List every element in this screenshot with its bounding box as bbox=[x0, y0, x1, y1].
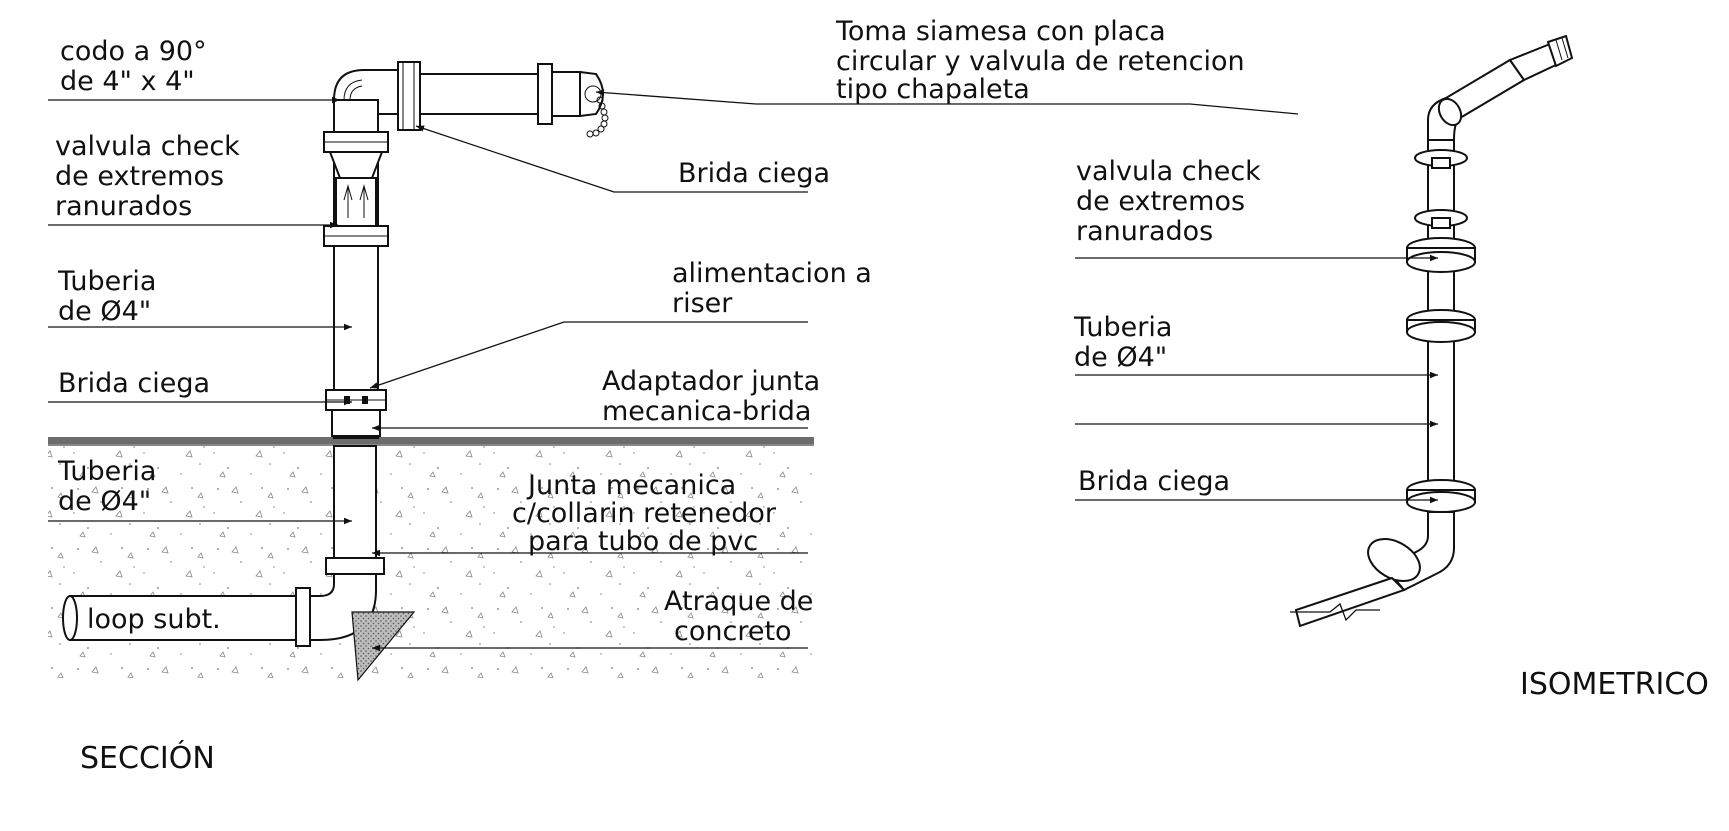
ground-slab bbox=[48, 437, 814, 444]
label-check-line2: de extremos bbox=[55, 161, 224, 192]
iso-label-tuberia-line2: de Ø4" bbox=[1074, 342, 1167, 373]
isometric-title: ISOMETRICO bbox=[1520, 667, 1709, 702]
label-brida-top: Brida ciega bbox=[678, 158, 830, 189]
chain-icon bbox=[586, 96, 609, 138]
section-view: codo a 90° de 4" x 4" valvula check de e… bbox=[48, 16, 1299, 776]
label-tuberia-lower-line2: de Ø4" bbox=[58, 486, 151, 517]
section-labels: codo a 90° de 4" x 4" valvula check de e… bbox=[55, 16, 1245, 776]
iso-label-tuberia-line1: Tuberia bbox=[1073, 312, 1172, 343]
label-junta-line3: para tubo de pvc bbox=[528, 526, 758, 557]
label-alimentacion-line1: alimentacion a bbox=[672, 258, 872, 289]
section-leaders bbox=[48, 89, 1299, 652]
section-title: SECCIÓN bbox=[80, 739, 215, 776]
iso-label-check-line2: de extremos bbox=[1076, 186, 1245, 217]
label-tuberia-lower-line1: Tuberia bbox=[57, 456, 156, 487]
label-codo-line2: de 4" x 4" bbox=[60, 66, 195, 97]
label-toma-line3: tipo chapaleta bbox=[836, 74, 1030, 105]
label-toma-line2: circular y valvula de retencion bbox=[836, 46, 1245, 77]
riser-pipe bbox=[323, 61, 609, 439]
label-atraque-line1: Atraque de bbox=[664, 586, 813, 617]
label-tuberia-upper-line1: Tuberia bbox=[57, 266, 156, 297]
label-junta-line1: Junta mecanica bbox=[526, 470, 736, 501]
iso-label-check-line1: valvula check bbox=[1076, 156, 1261, 187]
label-toma-line1: Toma siamesa con placa bbox=[835, 16, 1166, 47]
label-junta-line2: c/collarin retenedor bbox=[512, 498, 777, 529]
label-check-line3: ranurados bbox=[55, 191, 192, 222]
iso-label-check-line3: ranurados bbox=[1076, 216, 1213, 247]
label-tuberia-upper-line2: de Ø4" bbox=[58, 296, 151, 327]
label-brida-left: Brida ciega bbox=[58, 368, 210, 399]
label-atraque-line2: concreto bbox=[674, 616, 792, 647]
thrust-block bbox=[351, 611, 416, 682]
label-loop: loop subt. bbox=[87, 604, 221, 635]
label-adaptador-line2: mecanica-brida bbox=[602, 396, 811, 427]
label-codo-line1: codo a 90° bbox=[60, 36, 207, 67]
iso-label-brida: Brida ciega bbox=[1078, 466, 1230, 497]
label-alimentacion-line2: riser bbox=[672, 288, 733, 319]
label-adaptador-line1: Adaptador junta bbox=[602, 366, 820, 397]
isometric-view: valvula check de extremos ranurados Tube… bbox=[1073, 34, 1709, 702]
label-check-line1: valvula check bbox=[55, 131, 240, 162]
